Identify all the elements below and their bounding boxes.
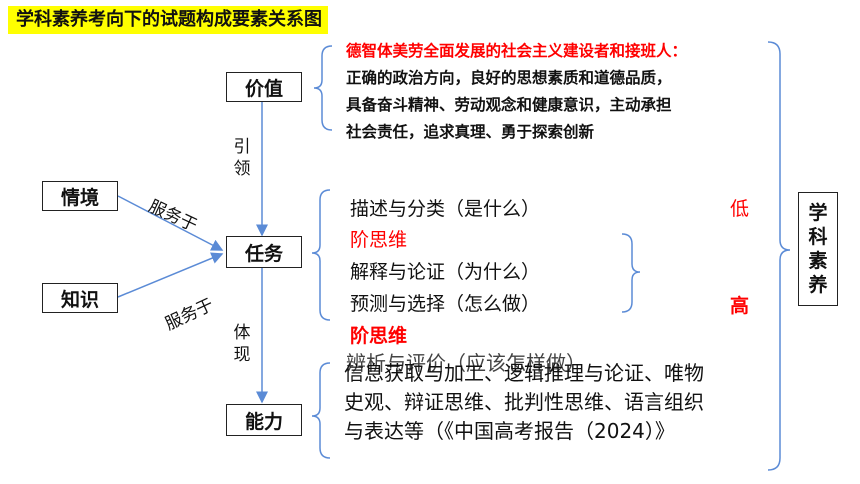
ability-line-3: 与表达等（《中国高考报告（2024）》 [344,419,675,443]
task-high-tail: 阶思维 [350,325,408,347]
node-task: 任务 [226,236,302,268]
label-guide: 引 领 [232,136,252,180]
label-guide-char-1: 引 [233,137,251,157]
task-line-evaluate: 辨析与评价（应该怎样做） [346,351,586,375]
node-ability: 能力 [226,404,302,436]
literacy-char-4: 养 [808,274,828,296]
task-line-describe: 描述与分类（是什么） [350,198,541,220]
value-lead: 德智体美劳全面发展的社会主义建设者和接班人： [346,42,688,60]
value-description: 德智体美劳全面发展的社会主义建设者和接班人： 正确的政治方向，良好的思想素质和道… [346,38,687,146]
task-high-label: 高 [730,295,750,317]
label-guide-char-2: 领 [233,159,251,179]
task-inner-bracket [621,233,641,313]
label-embody-char-1: 体 [233,323,251,343]
label-embody-char-2: 现 [233,345,251,365]
node-knowledge: 知识 [42,283,118,313]
value-line-2: 具备奋斗精神、劳动观念和健康意识，主动承担 [346,96,672,114]
task-bracket [311,189,331,321]
diagram-title: 学科素养考向下的试题构成要素关系图 [8,6,328,34]
label-embody: 体 现 [232,322,252,366]
task-low-label: 低 [730,198,750,220]
ability-bracket [311,362,331,459]
literacy-char-3: 素 [808,250,828,272]
arrow-situation-to-task [117,195,224,251]
task-line-explain: 解释与论证（为什么） [350,261,541,283]
literacy-bracket [767,41,791,471]
value-line-1: 正确的政治方向，良好的思想素质和道德品质， [346,69,672,87]
value-bracket [313,45,333,131]
node-situation: 情境 [42,181,118,211]
value-line-3: 社会责任，追求真理、勇于探索创新 [346,123,595,141]
task-line-predict: 预测与选择（怎么做） [350,293,541,315]
node-value: 价值 [226,72,302,102]
node-literacy: 学 科 素 养 [798,192,838,306]
arrow-knowledge-to-task [117,252,224,298]
task-low-tail: 阶思维 [350,229,408,251]
ability-line-2: 史观、辩证思维、批判性思维、语言组织 [344,390,704,414]
literacy-char-1: 学 [808,202,828,224]
literacy-char-2: 科 [808,226,828,248]
ability-line-1: 信息获取与加工、逻辑推理与论证、唯物 [344,361,704,385]
ability-description: 信息获取与加工、逻辑推理与论证、唯物 史观、辩证思维、批判性思维、语言组织 与表… [344,359,704,446]
